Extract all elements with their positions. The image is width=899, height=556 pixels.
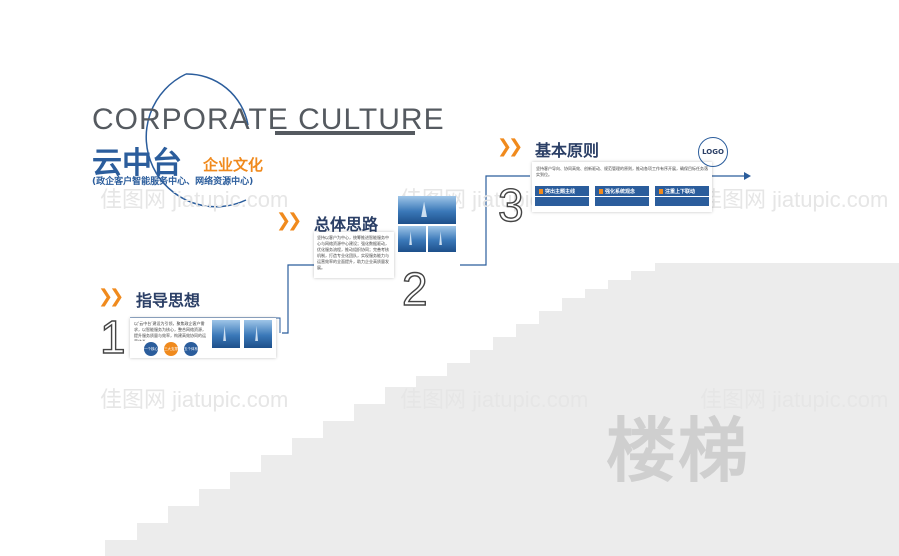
step-1-card: 以‘云中台’建设为引领，聚焦政企客户需求，以智能服务为核心，整合网络资源，提升服… (130, 318, 276, 358)
step-2-text: 坚持以客户为中心，统筹推进智能服务中心与网络资源中心建设；强化数据驱动，优化服务… (317, 235, 389, 270)
step-1-image (212, 320, 240, 348)
step-1-image (244, 320, 272, 348)
step-2-image (398, 226, 426, 252)
watermark: 佳图网 jiatupic.com (700, 387, 889, 412)
title-subtitle: 企业文化 (203, 156, 264, 174)
stairs-label: 楼梯 (606, 410, 750, 492)
watermark: 佳图网 jiatupic.com (400, 387, 589, 412)
title-tagline: (政企客户智能服务中心、网络资源中心) (92, 177, 254, 187)
step-2-image (428, 226, 456, 252)
watermark: 佳图网 jiatupic.com (100, 187, 289, 212)
step-1-circle: 五个体系 (184, 342, 198, 356)
step-3-pill-body (535, 197, 589, 206)
title-english: CORPORATE CULTURE (92, 103, 445, 136)
step-1-text: 以‘云中台’建设为引领，聚焦政企客户需求，以智能服务为核心，整合网络资源，提升服… (134, 321, 206, 341)
step-2-card: 坚持以客户为中心，统筹推进智能服务中心与网络资源中心建设；强化数据驱动，优化服务… (314, 232, 394, 278)
step-3-title: 基本原则 (535, 141, 600, 160)
chevron-icon: ❯❯ (98, 286, 124, 307)
step-3-text: 坚持客户导向、协同高效、创新驱动、规范管理的原则，推动各项工作有序开展，确保目标… (536, 166, 708, 177)
title-chinese: 云中台 (92, 146, 182, 181)
step-3-pill-body (655, 197, 709, 206)
step-1-circle: 三大支撑 (164, 342, 178, 356)
watermark: 佳图网 jiatupic.com (700, 187, 889, 212)
chevron-icon: ❯❯ (497, 136, 523, 157)
step-2-number: 2 (401, 262, 428, 315)
step-3-pill: 强化系统观念 (595, 186, 649, 196)
chevron-icon: ❯❯ (276, 210, 302, 231)
step-1-circle: 一个核心 (144, 342, 158, 356)
step-3-pill-body (595, 197, 649, 206)
step-2-title: 总体思路 (314, 215, 379, 234)
watermark: 佳图网 jiatupic.com (100, 387, 289, 412)
step-2-image (398, 196, 456, 224)
step-3-card: 坚持客户导向、协同高效、创新驱动、规范管理的原则，推动各项工作有序开展，确保目标… (532, 162, 712, 212)
logo-badge: LOGO (698, 137, 728, 167)
step-1-number: 1 (99, 310, 126, 363)
step-1-title: 指导思想 (136, 291, 201, 310)
step-3-number: 3 (497, 178, 524, 231)
step-3-pill: 突出主题主线 (535, 186, 589, 196)
step-3-pill: 注重上下联动 (655, 186, 709, 196)
